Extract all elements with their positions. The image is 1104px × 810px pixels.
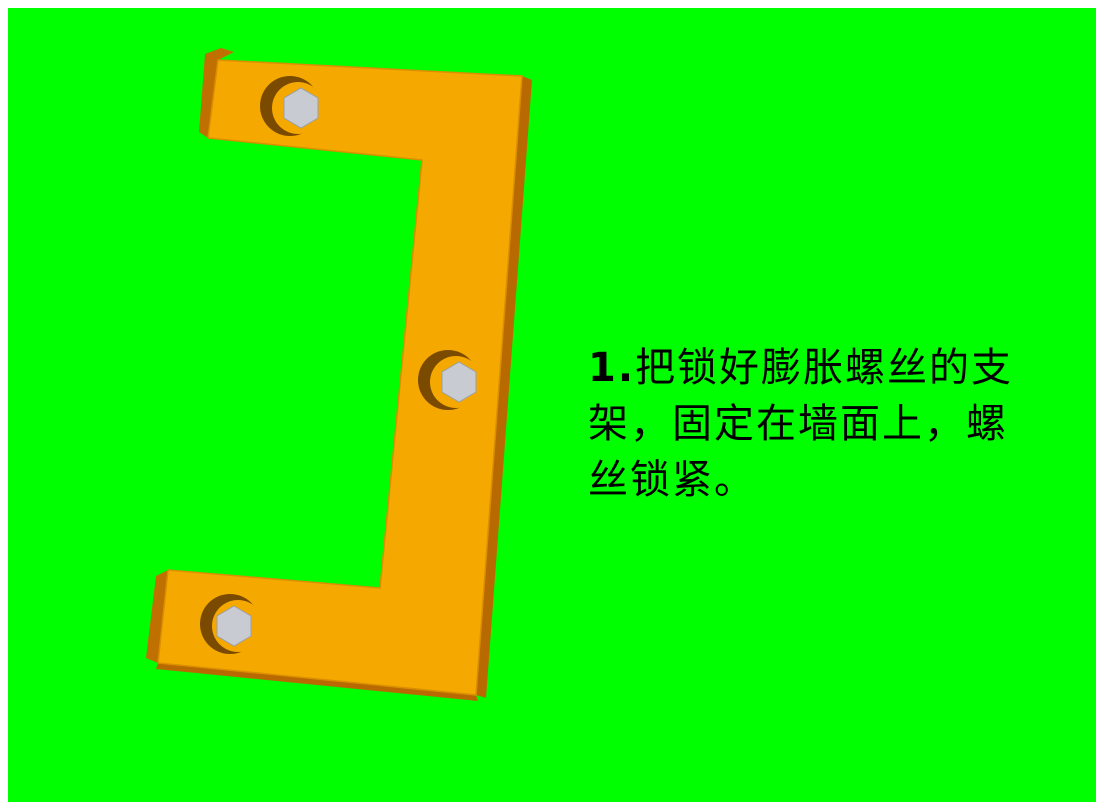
bottom-edge-strip (156, 663, 478, 701)
diagram-canvas: 1.把锁好膨胀螺丝的支 架，固定在墙面上，螺 丝锁紧。 (8, 8, 1096, 802)
bolt-top (260, 76, 324, 136)
hex-bolt-icon (283, 87, 319, 129)
hex-bolt-icon (441, 361, 477, 403)
bracket-edges (146, 48, 532, 701)
bolt-middle (418, 350, 482, 410)
hex-bolt-icon (216, 605, 252, 647)
u-shaped-bracket-icon (157, 59, 523, 696)
instruction-line-3: 丝锁紧。 (588, 457, 756, 503)
step-number: 1. (588, 345, 636, 391)
instruction-line-1: 1.把锁好膨胀螺丝的支 (588, 340, 1088, 396)
top-flange-edge (199, 48, 234, 138)
bracket-diagram (146, 48, 532, 701)
right-bar-edge (476, 76, 532, 698)
bolt-bottom (200, 594, 264, 654)
instruction-line-2: 架，固定在墙面上，螺 (588, 401, 1008, 447)
instruction-line-1-text: 把锁好膨胀螺丝的支 (635, 345, 1014, 391)
instruction-text: 1.把锁好膨胀螺丝的支 架，固定在墙面上，螺 丝锁紧。 (588, 340, 1088, 508)
bottom-flange-edge (146, 570, 168, 663)
